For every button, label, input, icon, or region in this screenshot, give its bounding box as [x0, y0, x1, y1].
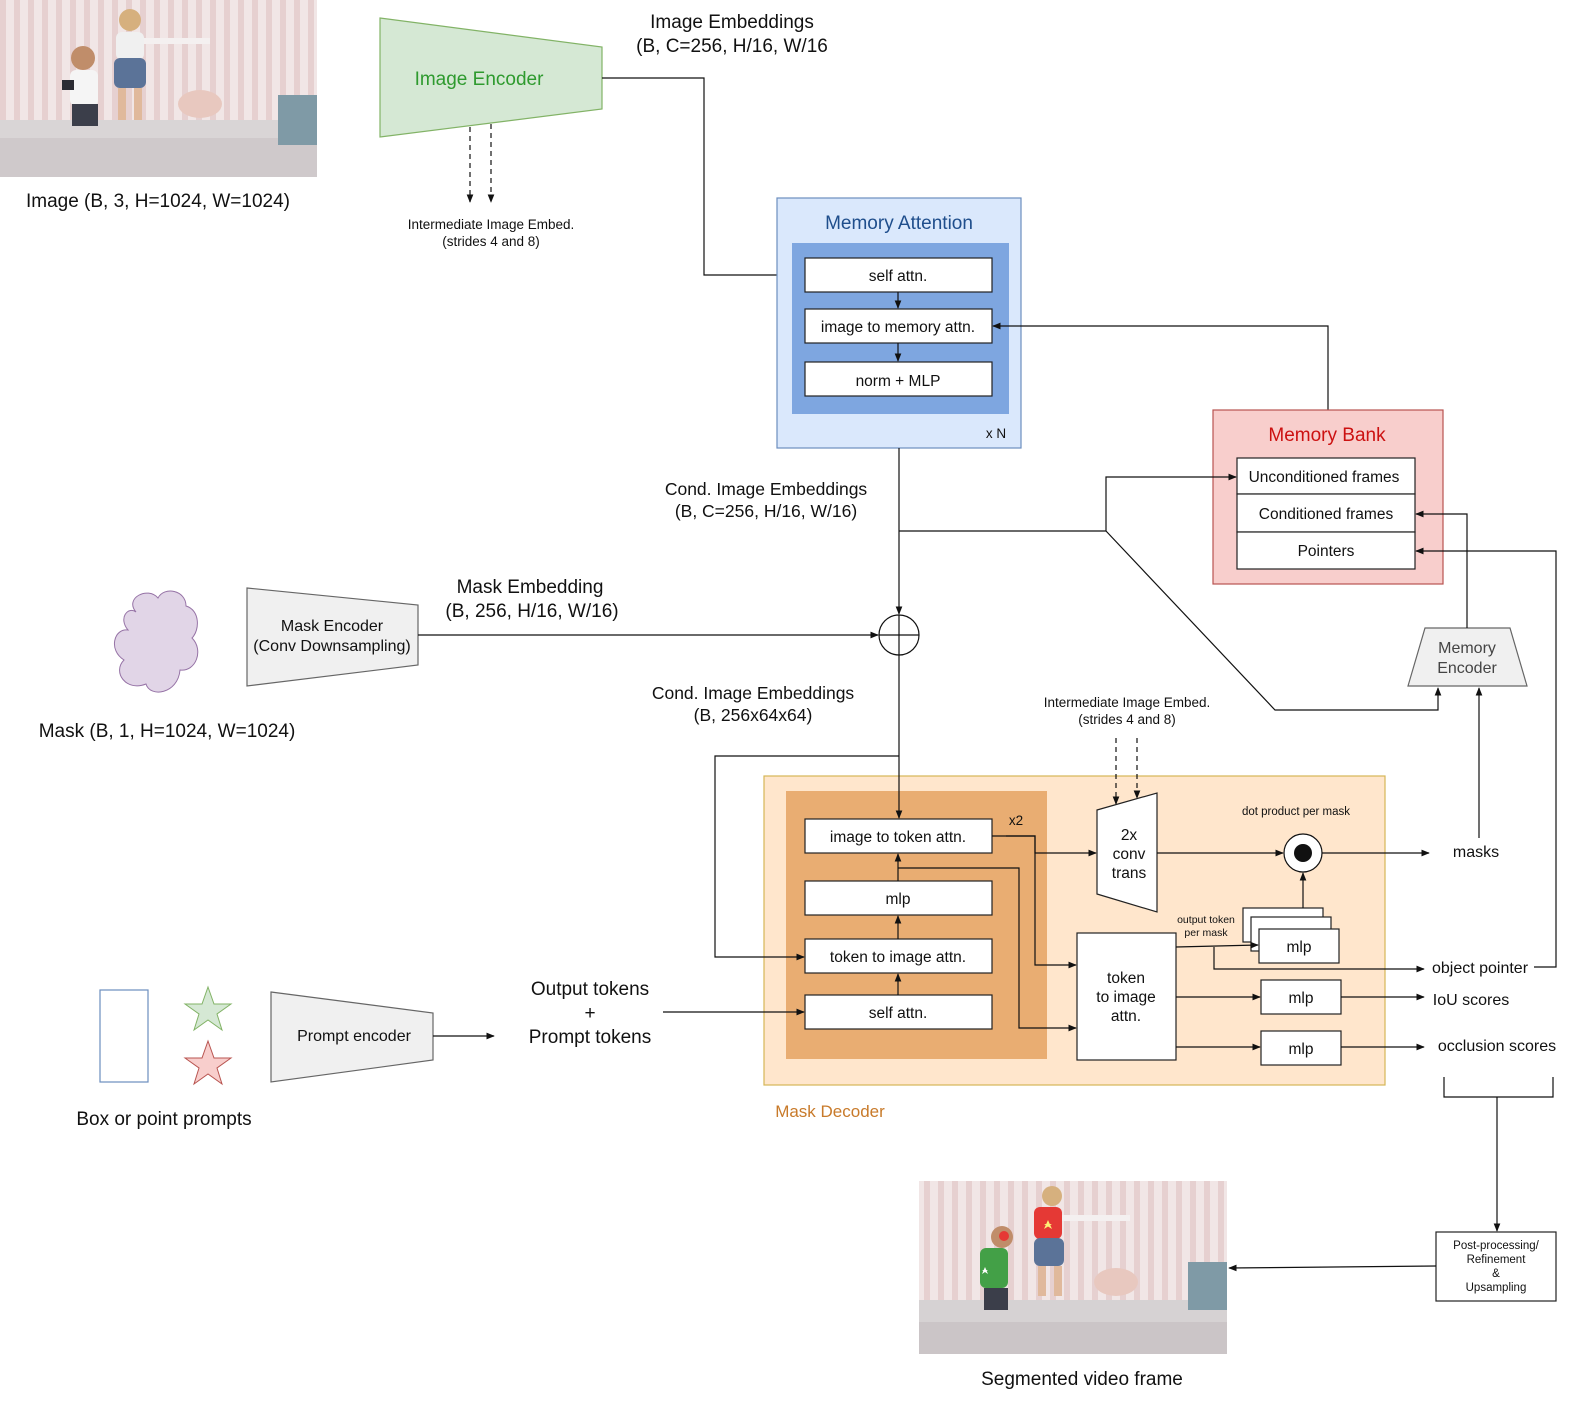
mlp-stack-label: mlp	[1287, 939, 1312, 956]
cond-to-memory-bank-line	[899, 473, 1237, 532]
token-to-image-right-3: attn.	[1111, 1008, 1141, 1025]
cond-embeddings-2-shape: (B, 256x64x64)	[694, 705, 813, 725]
red-star-icon	[183, 1039, 233, 1086]
decoder-intermediate-strides: (strides 4 and 8)	[1078, 712, 1176, 727]
mlp-stack-front	[1258, 928, 1340, 964]
occlusion-mlp-block	[1260, 1030, 1342, 1066]
token-to-image-right-1: token	[1107, 970, 1145, 987]
conditioned-frames-label: Conditioned frames	[1259, 506, 1394, 523]
segmented-frame-photo	[919, 1181, 1227, 1354]
outputs-bracket	[1443, 1077, 1554, 1098]
decoder-self-attn-block	[804, 994, 993, 1030]
cond-embeddings-1-shape: (B, C=256, H/16, W/16)	[675, 501, 857, 521]
memory-attention-repeat: x N	[986, 426, 1006, 441]
post-processing-block	[1435, 1231, 1557, 1302]
image-token-to-token-image-arrow	[1006, 835, 1077, 969]
pointers-label: Pointers	[1298, 543, 1355, 560]
pointers-block	[1236, 531, 1416, 570]
conv-trans-label-3: trans	[1112, 865, 1147, 882]
mask-encoder-label: Mask Encoder	[281, 618, 384, 635]
mask-embedding-label: Mask Embedding	[457, 577, 604, 598]
object-pointer-label: object pointer	[1432, 960, 1529, 977]
image-to-memory-attn-label: image to memory attn.	[821, 319, 975, 336]
conv-trans-label-2: conv	[1113, 846, 1146, 863]
tokens-line-3: Prompt tokens	[529, 1027, 652, 1048]
occlusion-mlp-label: mlp	[1289, 1041, 1314, 1058]
encoder-to-memory-attention-arrow	[602, 77, 805, 279]
memory-encoder-label-1: Memory	[1438, 640, 1496, 657]
unconditioned-frames-label: Unconditioned frames	[1249, 469, 1400, 486]
post-processing-line-1: Post-processing/	[1453, 1240, 1539, 1252]
image-embeddings-shape: (B, C=256, H/16, W/16	[636, 36, 828, 57]
dot-product-label: dot product per mask	[1242, 806, 1350, 818]
prompt-encoder-label: Prompt encoder	[297, 1028, 412, 1045]
object-pointer-arrow	[1213, 947, 1425, 973]
token-to-mlp-stack-arrow	[1175, 941, 1259, 949]
mlp-to-token-image-arrow	[898, 867, 1077, 1032]
dot-product-core	[1294, 844, 1312, 862]
masks-label: masks	[1453, 844, 1499, 861]
mask-cloud-icon	[114, 590, 199, 693]
output-token-label-2: per mask	[1184, 927, 1228, 939]
box-prompt-icon	[99, 989, 149, 1083]
image-encoder-label: Image Encoder	[415, 69, 545, 90]
iou-mlp-block	[1260, 979, 1342, 1015]
input-image-caption: Image (B, 3, H=1024, W=1024)	[26, 191, 290, 212]
unconditioned-frames-block	[1236, 457, 1416, 495]
decoder-intermediate-label: Intermediate Image Embed.	[1044, 695, 1211, 710]
norm-mlp-block	[804, 361, 993, 397]
output-token-label-1: output token	[1177, 914, 1235, 926]
image-encoder-trapezoid	[379, 17, 603, 138]
decoder-mlp-label: mlp	[886, 891, 911, 908]
conditioned-frames-block	[1236, 493, 1416, 533]
object-pointer-to-pointers-arrow	[1415, 547, 1557, 968]
memory-encoder-trapezoid	[1407, 627, 1528, 687]
image-embeddings-label: Image Embeddings	[650, 12, 814, 33]
norm-mlp-label: norm + MLP	[856, 373, 941, 390]
green-star-icon	[183, 985, 233, 1032]
image-to-token-attn-block	[804, 818, 993, 854]
conv-trans-block	[1096, 792, 1158, 913]
memory-bank-to-attention-arrow	[992, 322, 1329, 410]
image-to-token-attn-label: image to token attn.	[830, 829, 966, 846]
tokens-line-2: +	[584, 1003, 595, 1024]
token-to-image-attn-block	[804, 938, 993, 974]
memory-encoder-to-conditioned-arrow	[1415, 510, 1468, 628]
mask-encoder-sub: (Conv Downsampling)	[253, 638, 410, 655]
cond-embeddings-1-label: Cond. Image Embeddings	[665, 479, 868, 499]
intermediate-embed-label: Intermediate Image Embed.	[408, 217, 575, 232]
segmented-caption: Segmented video frame	[981, 1369, 1183, 1390]
post-processing-line-3: &	[1492, 1268, 1500, 1280]
conv-trans-label-1: 2x	[1121, 827, 1138, 844]
cond-to-memory-encoder-line	[1105, 530, 1442, 711]
mask-embedding-shape: (B, 256, H/16, W/16)	[445, 601, 618, 622]
prompt-encoder-trapezoid	[270, 991, 434, 1083]
input-image-photo	[0, 0, 317, 177]
mask-decoder-title: Mask Decoder	[775, 1102, 885, 1121]
embedding-loop-arrow	[714, 755, 899, 961]
mask-caption: Mask (B, 1, H=1024, W=1024)	[39, 721, 296, 742]
mask-encoder-trapezoid	[246, 587, 419, 687]
post-processing-line-4: Upsampling	[1466, 1282, 1527, 1294]
self-attn-label: self attn.	[869, 268, 928, 285]
tokens-line-1: Output tokens	[531, 979, 649, 1000]
decoder-self-attn-label: self attn.	[869, 1005, 928, 1022]
intermediate-embed-strides: (strides 4 and 8)	[442, 234, 540, 249]
memory-attention-title: Memory Attention	[825, 213, 973, 234]
post-processing-line-2: Refinement	[1467, 1254, 1527, 1266]
memory-bank-title: Memory Bank	[1268, 425, 1386, 446]
token-to-image-attn-label: token to image attn.	[830, 949, 966, 966]
memory-encoder-label-2: Encoder	[1437, 660, 1497, 677]
iou-mlp-label: mlp	[1289, 990, 1314, 1007]
prompts-caption: Box or point prompts	[76, 1109, 251, 1130]
postprocess-to-segmented-arrow	[1228, 1264, 1437, 1272]
mask-decoder-repeat: x2	[1009, 813, 1023, 828]
iou-scores-label: IoU scores	[1433, 992, 1509, 1009]
cond-embeddings-2-label: Cond. Image Embeddings	[652, 683, 855, 703]
token-to-image-attn-right-block	[1076, 932, 1177, 1061]
occlusion-scores-label: occlusion scores	[1438, 1038, 1556, 1055]
token-to-image-right-2: to image	[1096, 989, 1155, 1006]
